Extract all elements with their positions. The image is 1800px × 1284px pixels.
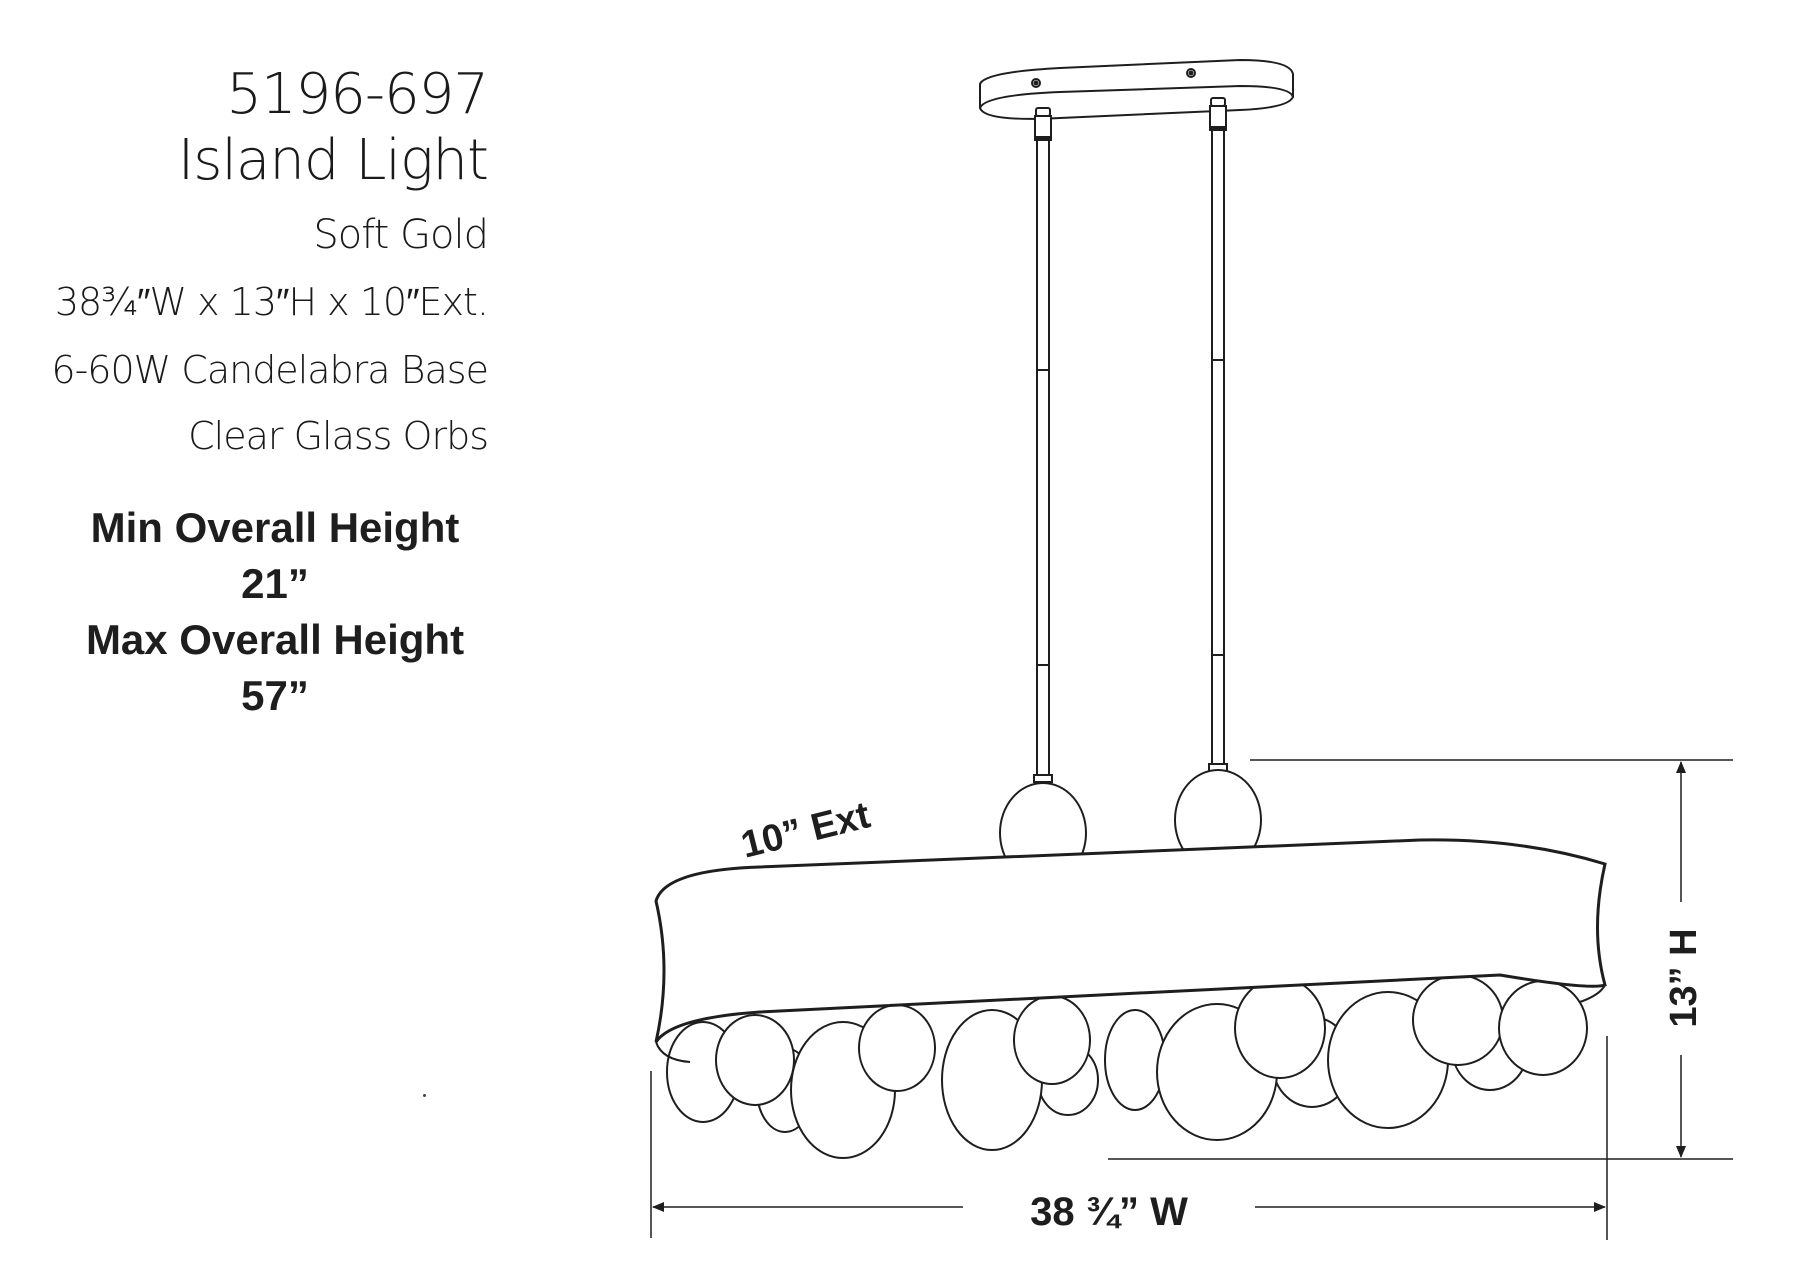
width-label: 38 ¾” W <box>1030 1190 1188 1234</box>
canopy <box>979 58 1294 120</box>
stray-mark <box>423 1094 426 1097</box>
lower-orb-cluster <box>666 974 1588 1159</box>
finish: Soft Gold <box>313 212 489 258</box>
dimensions: 38¾″W x 13″H x 10″Ext. <box>54 280 489 324</box>
overall-height-block: Min Overall Height 21” Max Overall Heigh… <box>40 500 510 724</box>
width-dimension <box>650 1036 1608 1240</box>
right-stem-rod <box>1208 97 1228 772</box>
bulb-spec: 6-60W Candelabra Base <box>51 348 489 392</box>
model-number: 5196-697 <box>226 62 489 127</box>
max-height-label: Max Overall Height <box>85 616 465 663</box>
glass-spec: Clear Glass Orbs <box>188 414 489 458</box>
min-height-label: Min Overall Height <box>90 504 460 551</box>
height-label: 13” H <box>1663 928 1705 1027</box>
left-stem-rod <box>1033 107 1053 783</box>
min-height-value: 21” <box>241 560 309 607</box>
extension-label: 10” Ext <box>737 794 875 867</box>
product-type: Island Light <box>177 128 489 193</box>
drum-shade <box>654 838 1607 1063</box>
height-dimension <box>1108 759 1733 1160</box>
max-height-value: 57” <box>241 672 309 719</box>
